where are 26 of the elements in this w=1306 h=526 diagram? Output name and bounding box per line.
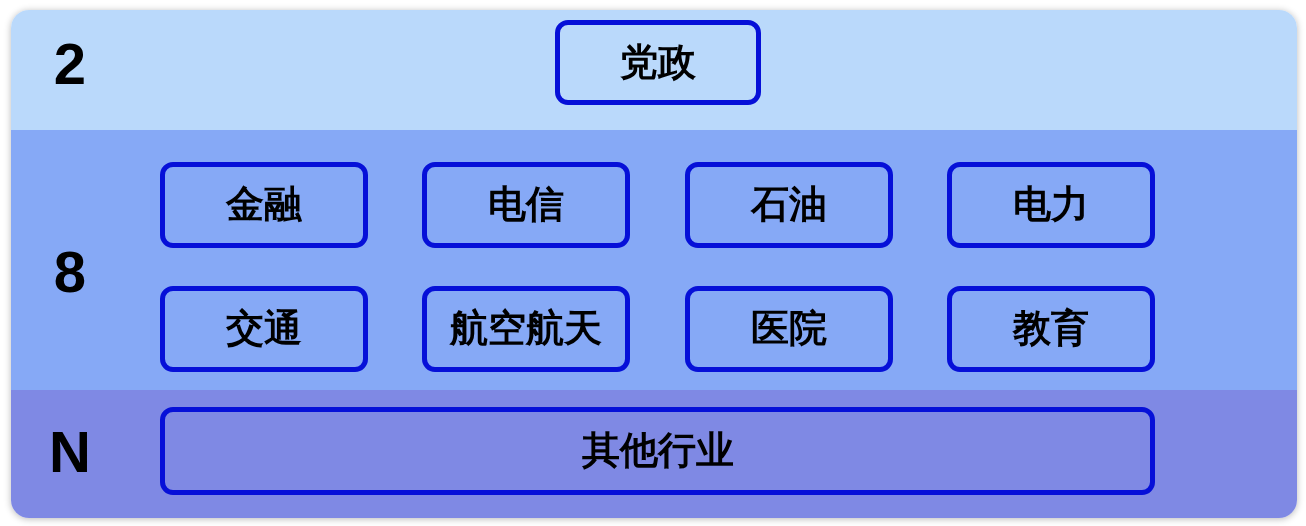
tier-count: N xyxy=(49,423,91,481)
industry-label: 金融 xyxy=(226,184,302,226)
industry-label: 党政 xyxy=(620,41,696,84)
industry-label: 航空航天 xyxy=(450,308,602,350)
industry-label: 交通 xyxy=(226,308,302,350)
industry-label: 教育 xyxy=(1013,308,1089,350)
industry-box xyxy=(160,162,368,248)
industry-label: 电信 xyxy=(488,184,564,226)
industry-box xyxy=(422,162,630,248)
industry-label: 电力 xyxy=(1013,184,1089,226)
industry-label: 石油 xyxy=(751,184,827,226)
industry-box xyxy=(160,407,1155,495)
industry-label: 医院 xyxy=(751,308,827,350)
industry-box xyxy=(685,286,893,372)
tier-band xyxy=(11,10,1297,130)
industry-box xyxy=(685,162,893,248)
industry-label: 其他行业 xyxy=(581,430,734,472)
tier-count: 8 xyxy=(53,243,87,301)
industry-box xyxy=(555,20,761,105)
industry-box xyxy=(947,162,1155,248)
tier-band xyxy=(11,390,1297,518)
tier-count: 2 xyxy=(53,35,87,93)
industry-box xyxy=(160,286,368,372)
industry-box xyxy=(947,286,1155,372)
industry-box xyxy=(422,286,630,372)
tier-band xyxy=(11,130,1297,390)
